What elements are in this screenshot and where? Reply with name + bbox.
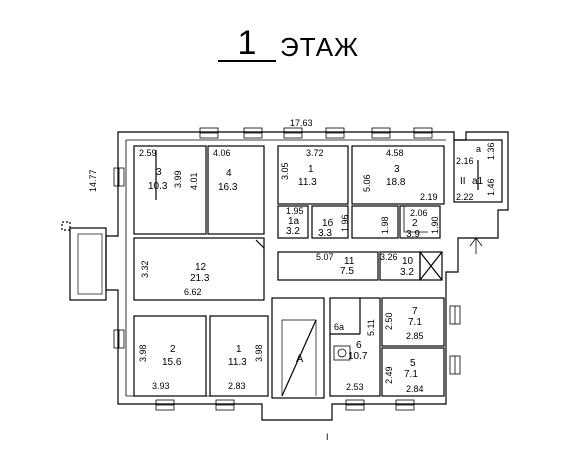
room-5-width: 2.84: [406, 384, 424, 394]
room-2-small-width: 2.06: [410, 208, 428, 218]
room-7-area: 7.1: [408, 317, 422, 328]
room-II-height-2: 1.46: [486, 178, 496, 196]
room-4-left: [207, 145, 265, 235]
floor-title: 1 ЭТАЖ: [218, 18, 359, 62]
room-1-bottom-width: 2.83: [228, 381, 246, 391]
overall-depth: 14.77: [88, 169, 98, 192]
room-5-height: 2.49: [384, 366, 394, 384]
room-3-top-height: 5.06: [362, 174, 372, 192]
room-1-top: [277, 145, 349, 205]
room-2-bottom-number: 2: [170, 344, 176, 355]
room-1-top-width: 3.72: [306, 148, 324, 158]
room-1-top-height: 3.05: [280, 162, 290, 180]
outer-wall: [105, 131, 509, 421]
room-11-area: 7.5: [340, 266, 354, 277]
room-1-bottom-area: 11.3: [228, 357, 247, 368]
stair-A: [271, 297, 325, 399]
room-1-bottom-number: 1: [236, 344, 242, 355]
stair-small: [419, 251, 443, 281]
room-1b-height: 1.96: [340, 214, 350, 232]
room-6a-number: 6а: [334, 322, 344, 332]
room-7-width: 2.85: [406, 331, 424, 341]
room-3-left-area: 10.3: [148, 181, 168, 192]
room-5: [381, 347, 445, 397]
room-6-width: 2.53: [346, 382, 364, 392]
room-1-top-area: 11.3: [298, 177, 317, 188]
room-2-small-height-2: 1.98: [380, 216, 390, 234]
stair-A-label: А: [296, 353, 304, 365]
floor-number: 1: [218, 26, 276, 62]
room-1a-width: 1.95: [286, 206, 304, 216]
room-3-top-extra: 2.19: [420, 192, 438, 202]
room-4-left-number: 4: [226, 168, 232, 179]
room-6-number: 6: [356, 340, 362, 351]
room-6: [329, 297, 381, 397]
room-3-left: [133, 145, 207, 235]
room-2-bottom-area: 15.6: [162, 357, 182, 368]
room-2-bottom: [133, 315, 207, 397]
room-II-number: II: [460, 176, 466, 187]
room-11: [277, 251, 379, 281]
room-3-top-width: 4.58: [386, 148, 404, 158]
room-3-left-width: 2.59: [139, 148, 157, 158]
room-12-number: 12: [195, 262, 207, 273]
room-5-number: 5: [410, 358, 416, 369]
room-3-left-number: 3: [156, 167, 162, 178]
room-1-top-number: 1: [308, 164, 314, 175]
room-12-area: 21.3: [190, 273, 210, 284]
porch: [69, 227, 107, 301]
room-12-height: 3.32: [140, 260, 150, 278]
floor-label: ЭТАЖ: [280, 32, 360, 62]
room-3-top-lower: [351, 205, 399, 239]
room-1a-area: 3.2: [286, 226, 300, 237]
room-11-number: 11: [344, 256, 355, 267]
room-1b-area: 3.3: [318, 228, 332, 239]
room-10-width: 3.26: [380, 252, 398, 262]
axis-mark: I: [326, 432, 329, 442]
room-5-area: 7.1: [404, 369, 418, 380]
room-7: [381, 297, 445, 347]
room-11-width: 5.07: [316, 252, 334, 262]
room-4-left-height: 4.01: [189, 172, 199, 190]
overall-width: 17.63: [290, 118, 313, 128]
room-4-left-width: 4.06: [213, 148, 231, 158]
room-2-bottom-width: 3.93: [152, 381, 170, 391]
room-2-bottom-height: 3.98: [138, 344, 148, 362]
room-6-height: 5.11: [366, 319, 376, 336]
room-1-bottom: [209, 315, 269, 397]
room-10-number: 10: [402, 256, 414, 267]
room-1a: [277, 205, 309, 239]
room-II-sub: а1: [472, 176, 484, 187]
room-10-area: 3.2: [400, 267, 414, 278]
room-2-small-number: 2: [412, 218, 418, 229]
room-1b: [311, 205, 349, 239]
room-II-width-1: 2.16: [456, 156, 474, 166]
room-12: [133, 237, 265, 301]
room-2-small-area: 3.9: [406, 229, 420, 240]
room-II-height-1: 1.36: [486, 142, 496, 160]
room-12-width: 6.62: [184, 287, 202, 297]
room-7-number: 7: [412, 306, 418, 317]
room-II: [453, 139, 503, 203]
room-3-left-height: 3.99: [173, 170, 183, 188]
room-3-top: [351, 145, 445, 205]
room-3-top-number: 3: [394, 164, 400, 175]
room-II-width-2: 2.22: [456, 192, 474, 202]
room-2-small: [399, 205, 441, 239]
room-1-bottom-height: 3.98: [254, 344, 264, 362]
room-3-top-area: 18.8: [386, 177, 406, 188]
room-6-area: 10.7: [348, 351, 368, 362]
room-1a-number: 1a: [288, 216, 300, 227]
room-4-left-area: 16.3: [218, 182, 238, 193]
room-7-height: 2.50: [384, 312, 394, 330]
room-II-a: а: [476, 144, 481, 154]
room-2-small-height: 1.90: [430, 216, 440, 234]
room-1b-number: 1б: [322, 217, 334, 229]
